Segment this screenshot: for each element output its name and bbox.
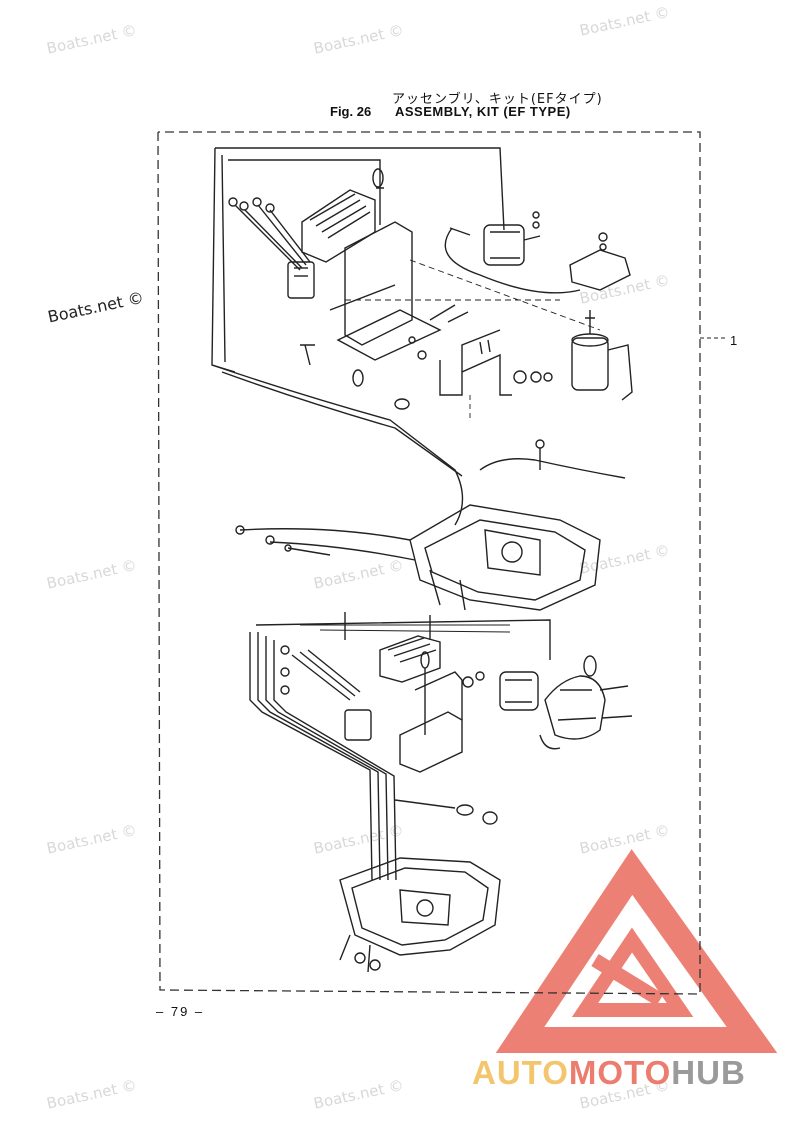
lower-assembly — [249, 612, 633, 973]
page-number: – 79 – — [156, 1004, 205, 1019]
automotohub-logo-triangle — [495, 849, 778, 1053]
logo-text-auto: AUTO — [472, 1054, 569, 1091]
figure-title: ASSEMBLY, KIT (EF TYPE) — [395, 104, 571, 119]
upper-assembly — [211, 147, 633, 611]
figure-number: Fig. 26 — [330, 104, 372, 119]
automotohub-logo: AUTOMOTOHUB — [472, 1054, 746, 1092]
logo-text-hub: HUB — [671, 1054, 746, 1091]
figure-title-japanese: アッセンブリ、キット(EFタイプ) — [392, 92, 603, 107]
callout-number: 1 — [730, 333, 738, 348]
assembly-frame — [157, 131, 701, 995]
logo-text-moto: MOTO — [568, 1054, 672, 1091]
